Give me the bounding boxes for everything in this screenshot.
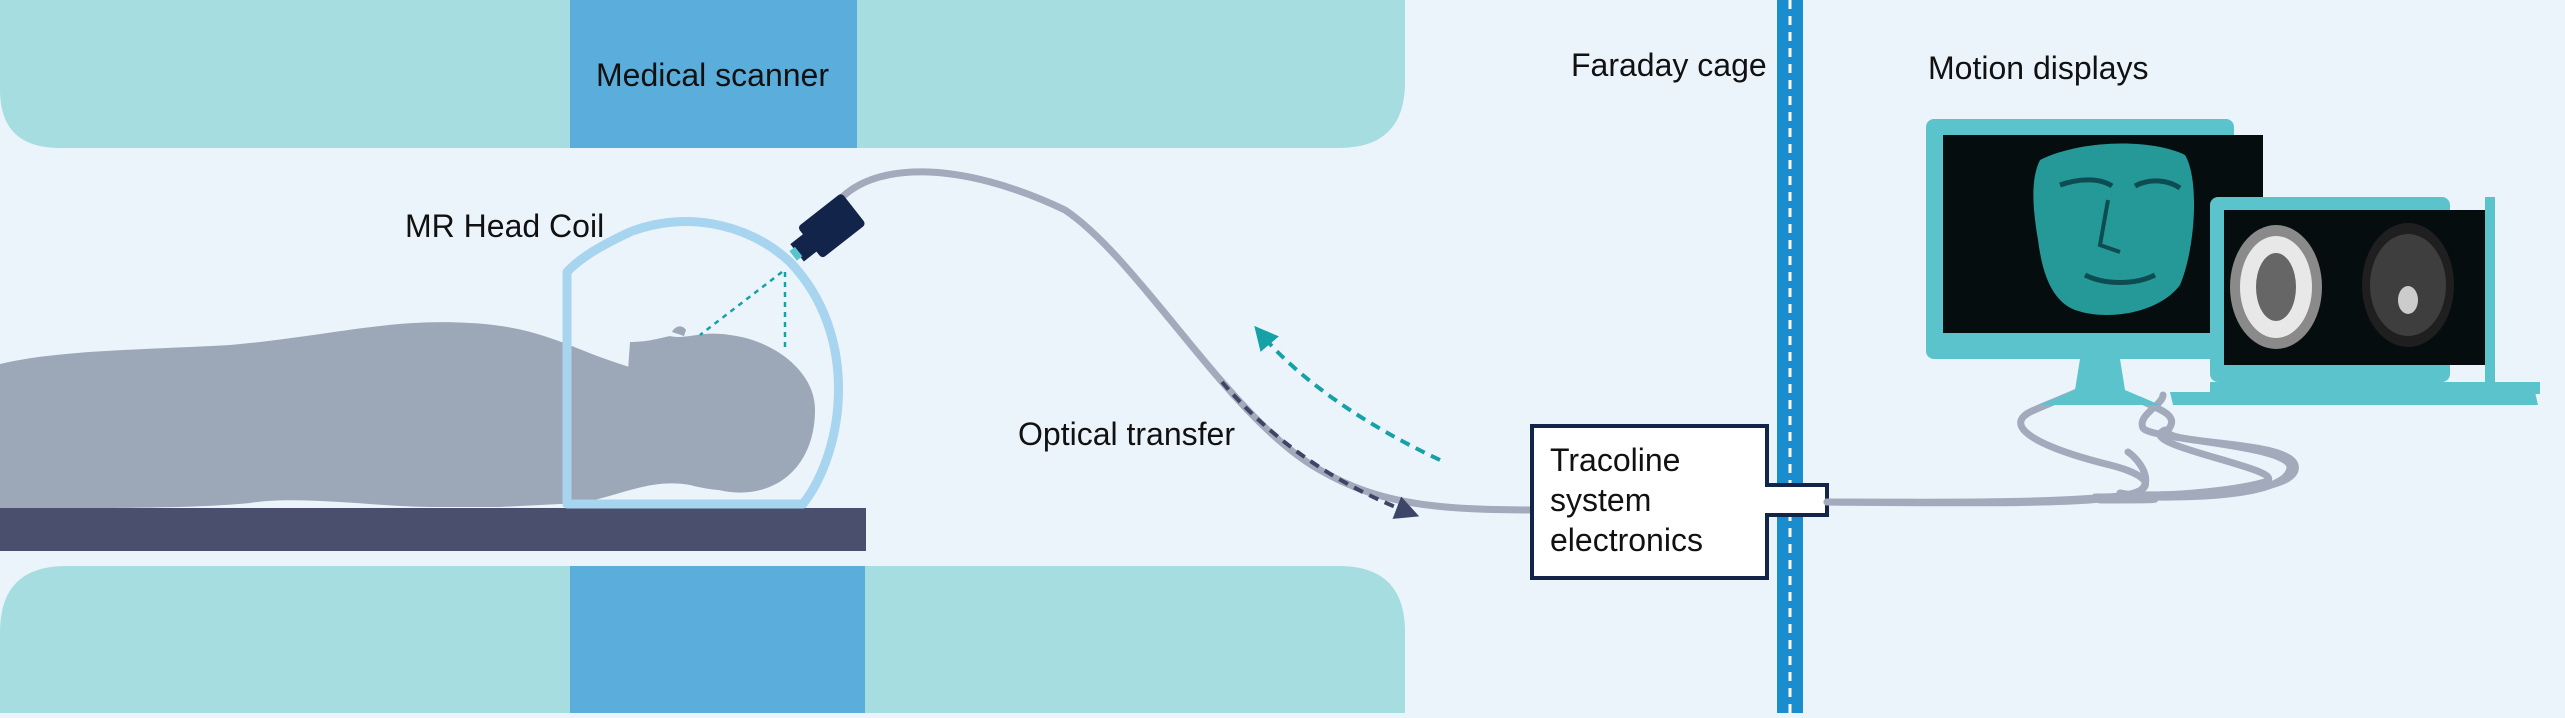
face-scan-render [2033,143,2195,316]
head-coil-label: MR Head Coil [405,208,605,244]
electronics-label: Tracoline system electronics [1550,440,1750,560]
scanner-bottom [0,566,1405,713]
head-coil [562,217,843,509]
scanner-label: Medical scanner [596,57,829,93]
faraday-cage-wall [1777,0,1803,713]
optical-cable [832,168,1536,514]
arrow-icon [1254,325,1441,462]
faraday-cage-label: Faraday cage [1571,47,1767,83]
laptop-bezel-right [2485,197,2495,382]
patient-icon [0,322,815,508]
scanner-top-band [570,0,857,148]
electronics-label-line: system [1550,482,1652,518]
camera-icon [789,194,865,262]
camera-field-of-view [699,271,787,350]
arrow-icon [1220,380,1420,519]
optical-transfer-label: Optical transfer [1018,416,1235,452]
electronics-box [1530,424,1829,580]
patient-table [0,508,866,551]
scanner-bottom-band [570,566,865,713]
electronics-label-line: electronics [1550,522,1703,558]
display-cables [1823,368,2299,507]
scanner-top [0,0,1405,148]
mri-slice-render [2230,223,2454,349]
electronics-label-line: Tracoline [1550,442,1681,478]
motion-displays-label: Motion displays [1928,50,2149,86]
laptop-icon [2170,197,2540,405]
